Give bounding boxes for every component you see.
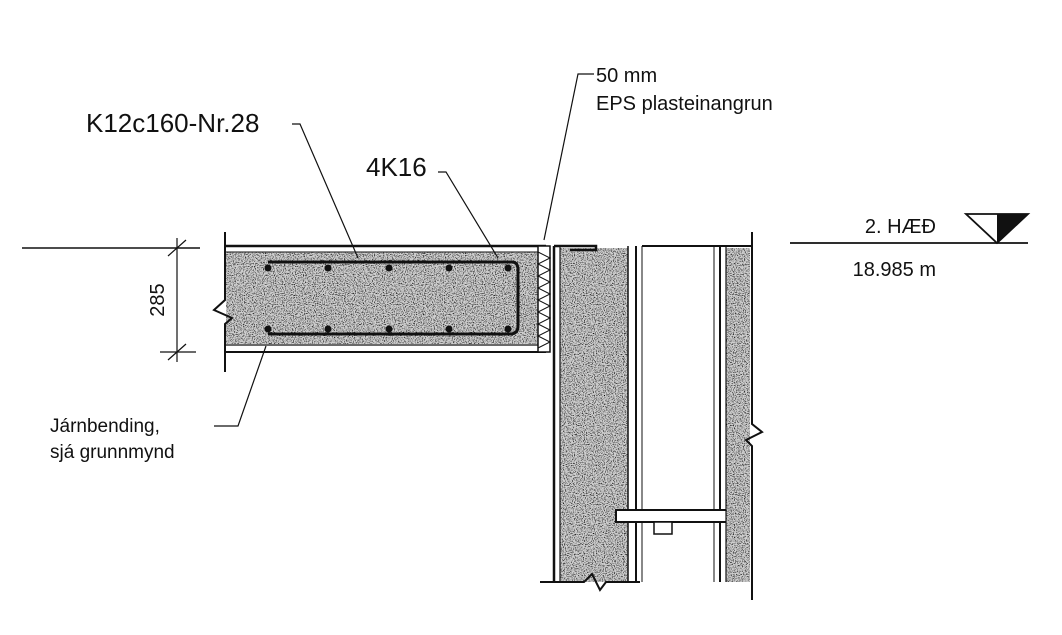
- eps-insulation: [536, 245, 552, 353]
- floor-slab: [212, 232, 546, 372]
- level-marker: 2. HÆÐ 18.985 m: [790, 213, 1031, 281]
- rebar-mesh-label: K12c160-Nr.28: [86, 108, 259, 138]
- level-name: 2. HÆÐ: [865, 216, 936, 238]
- rebar-dots-bottom: [264, 325, 512, 333]
- inner-wall: [720, 232, 764, 600]
- rebar-dots-top: [264, 264, 512, 272]
- outer-wall: [540, 244, 643, 592]
- level-value: 18.985 m: [853, 259, 936, 281]
- slab-thickness-label: 285: [147, 283, 169, 316]
- reinforcement-label-line1: Járnbending,: [50, 416, 160, 437]
- leader-lines: [214, 73, 594, 427]
- rebar-bars-label: 4K16: [366, 152, 427, 182]
- slab-reinforcement: [264, 260, 520, 336]
- dimension-285: 285: [22, 238, 200, 362]
- insulation-label-line1: 50 mm: [596, 65, 657, 87]
- wall-cavity: [615, 245, 741, 582]
- insulation-label-line2: EPS plasteinangrun: [596, 93, 773, 115]
- reinforcement-label-line2: sjá grunnmynd: [50, 442, 175, 463]
